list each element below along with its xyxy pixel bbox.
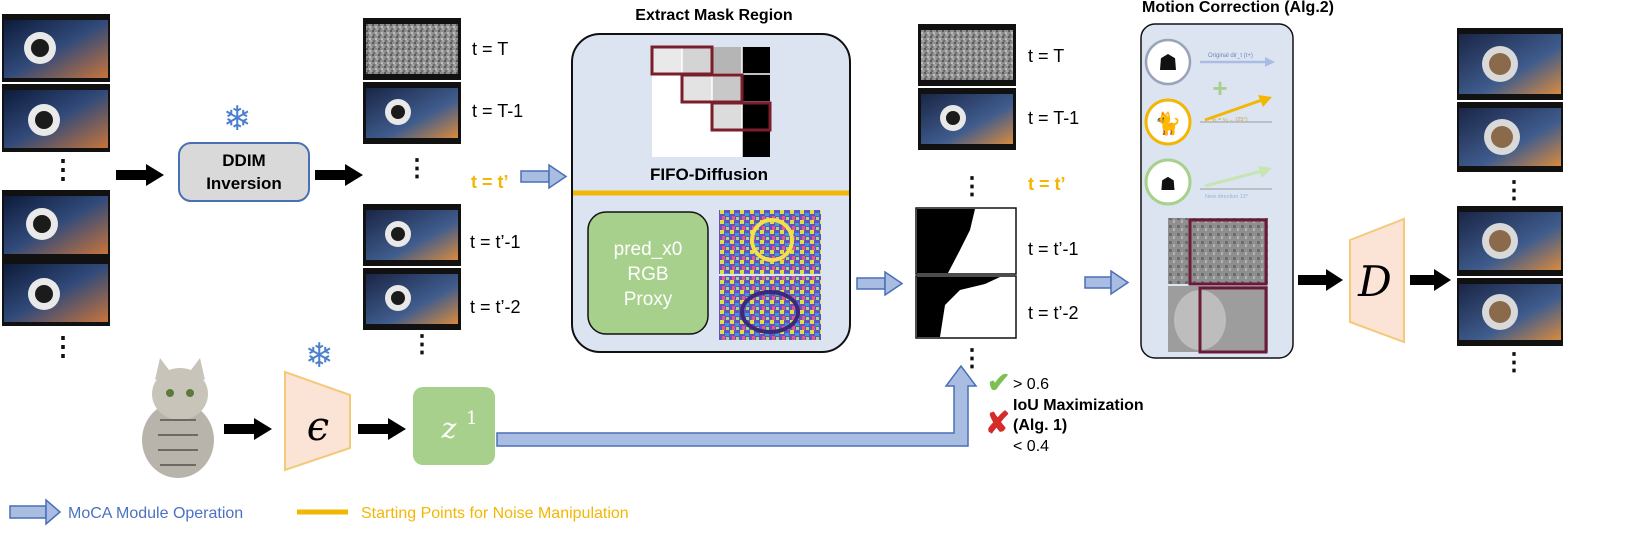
snowflake-icon: ❄ — [223, 100, 252, 138]
arrow-cat-to-encoder — [224, 418, 272, 440]
right-label-t-T1: t = T-1 — [1028, 108, 1079, 128]
right-label-t-p2: t = t’-2 — [1028, 303, 1079, 323]
fifo-label: FIFO-Diffusion — [650, 165, 768, 184]
ddim-line2: Inversion — [206, 174, 282, 193]
latent-z-box: z 1 — [413, 387, 495, 465]
legend: MoCA Module Operation Starting Points fo… — [9, 498, 629, 526]
latent-frames-left: ⋮ ⋮ — [363, 18, 461, 358]
input-ellipsis-2: ⋮ — [50, 331, 76, 361]
input-frame-4 — [2, 258, 110, 326]
astronaut-circle-icon — [1144, 38, 1192, 86]
extract-mask-panel: FIFO-Diffusion pred_x0 RGB Proxy — [571, 33, 851, 353]
proxy-line2: RGB — [627, 264, 668, 285]
iou-gt-text: > 0.6 — [1013, 376, 1049, 393]
svg-text:⋮: ⋮ — [1502, 177, 1526, 204]
cross-icon: ✘ — [985, 407, 1010, 440]
cat-circle-icon — [1144, 98, 1192, 146]
iou-lt-text: < 0.4 — [1013, 438, 1049, 455]
proxy-image-2 — [719, 276, 821, 340]
motion-texture-1 — [1168, 218, 1268, 284]
cat-image — [142, 358, 214, 478]
proxy-line1: pred_x0 — [614, 239, 683, 260]
svg-text:⋮: ⋮ — [960, 345, 984, 372]
svg-text:⋮: ⋮ — [405, 155, 429, 182]
output-video-frames: ⋮ ⋮ — [1457, 28, 1563, 376]
legend-start-points: Starting Points for Noise Manipulation — [361, 505, 629, 522]
mask-frame-2 — [915, 275, 1017, 339]
input-frame-3 — [2, 190, 110, 258]
svg-text:☗: ☗ — [1158, 50, 1178, 75]
astronaut-cat-circle-icon — [1144, 158, 1192, 206]
motion-row3-text: New direction 12° — [1205, 194, 1248, 200]
input-video-frames: ⋮ ⋮ — [2, 14, 110, 361]
encoder-symbol: ϵ — [307, 404, 329, 450]
mask-frame-1 — [915, 207, 1017, 275]
right-label-t-T: t = T — [1028, 46, 1064, 66]
legend-blue-arrow-icon — [9, 498, 62, 526]
right-label-t-p1: t = t’-1 — [1028, 239, 1079, 259]
latent-superscript: 1 — [466, 408, 477, 429]
arrow-input-to-ddim — [116, 164, 164, 186]
noise-frame-left — [366, 24, 458, 74]
input-frame-1 — [2, 14, 110, 82]
left-label-t-p1: t = t’-1 — [470, 232, 521, 252]
svg-text:🐈: 🐈 — [1154, 111, 1181, 136]
plus-icon: + — [1212, 73, 1227, 103]
latent-frames-right: ⋮ ⋮ — [915, 24, 1017, 372]
svg-text:⋮: ⋮ — [960, 173, 984, 200]
fifo-grid — [650, 45, 772, 157]
arrow-encoder-to-latent — [358, 418, 406, 440]
legend-module-op: MoCA Module Operation — [68, 505, 243, 522]
left-label-t-prime: t = t’ — [471, 172, 509, 192]
latent-symbol: z — [441, 412, 457, 445]
blue-arrow-to-extract — [520, 163, 568, 190]
left-label-t-p2: t = t’-2 — [470, 297, 521, 317]
check-icon: ✔ — [987, 367, 1010, 398]
motion-correction-panel: ☗ Original dir_t (t+) + 🐈 v₁ = v₀ ... (2… — [1140, 23, 1294, 359]
extract-mask-title: Extract Mask Region — [635, 7, 792, 24]
encoder-block: ϵ — [284, 370, 351, 472]
svg-text:☗: ☗ — [1160, 174, 1176, 194]
blue-arrow-to-motion — [1084, 269, 1130, 296]
left-label-t-T1: t = T-1 — [472, 101, 523, 121]
decoder-symbol: D — [1357, 257, 1392, 306]
snowflake-icon-encoder: ❄ — [305, 337, 334, 375]
iou-title-line1: IoU Maximization — [1013, 397, 1144, 414]
right-label-t-prime: t = t’ — [1028, 174, 1066, 194]
blue-arrow-latent-to-mask — [496, 364, 978, 447]
ddim-inversion-box: DDIM Inversion — [178, 142, 310, 202]
input-ellipsis-1: ⋮ — [50, 154, 76, 184]
left-label-t-T: t = T — [472, 39, 508, 59]
decoder-block: D — [1349, 217, 1405, 344]
proxy-box — [587, 211, 709, 335]
svg-text:⋮: ⋮ — [410, 331, 434, 358]
ddim-line1: DDIM — [222, 151, 265, 170]
iou-title-line2: (Alg. 1) — [1013, 417, 1067, 434]
motion-row2-text: v₁ = v₀ ... (25°) — [1212, 117, 1248, 123]
noise-frame-right — [921, 30, 1013, 80]
input-frame-2 — [2, 84, 110, 152]
motion-row1-text: Original dir_t (t+) — [1208, 53, 1253, 59]
arrow-motion-to-decoder — [1298, 269, 1343, 291]
arrow-decoder-to-output — [1410, 269, 1451, 291]
arrow-ddim-to-latents — [315, 164, 363, 186]
svg-text:⋮: ⋮ — [1502, 349, 1526, 376]
proxy-line3: Proxy — [624, 289, 673, 310]
blue-arrow-to-masks — [856, 270, 904, 297]
motion-correction-title: Motion Correction (Alg.2) — [1142, 0, 1334, 16]
